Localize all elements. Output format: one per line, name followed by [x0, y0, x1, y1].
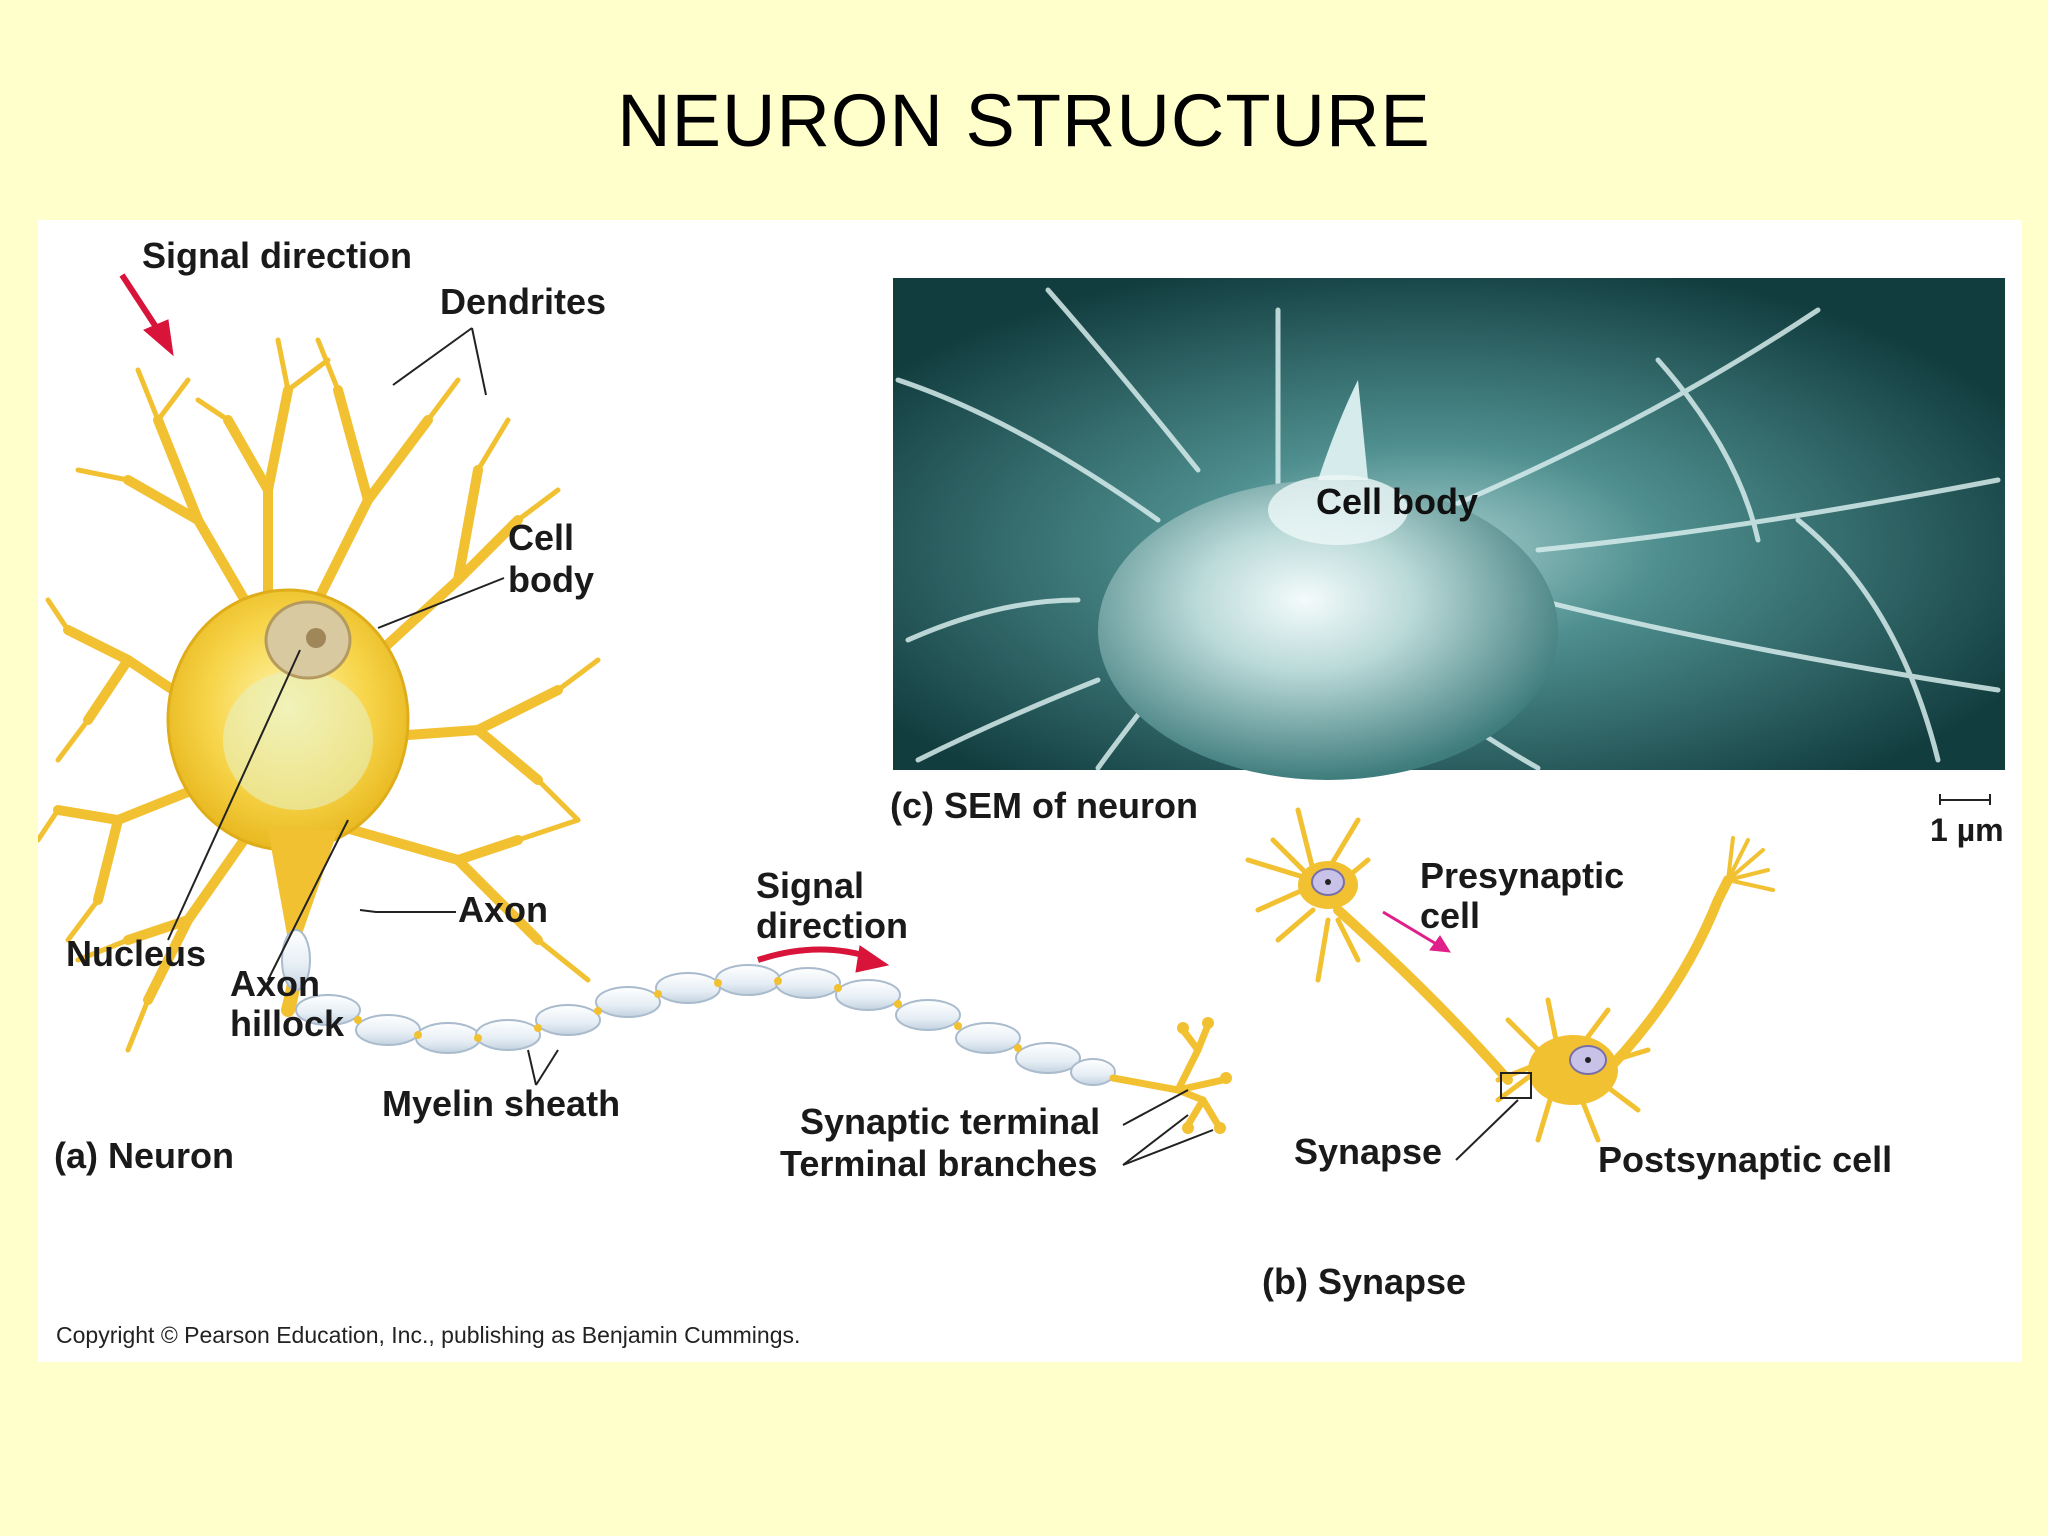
label-signal-direction-top: Signal direction [142, 236, 412, 276]
label-sem-cell-body: Cell body [1316, 482, 1478, 522]
label-synapse: Synapse [1294, 1132, 1442, 1172]
signal-arrow-top [122, 275, 173, 355]
label-axon-hillock-line2: hillock [230, 1004, 344, 1044]
label-postsynaptic-cell: Postsynaptic cell [1598, 1140, 1892, 1180]
axon-hillock [268, 830, 338, 940]
caption-sem: (c) SEM of neuron [890, 786, 1198, 826]
label-scale-bar: 1 µm [1930, 810, 2004, 850]
slide-title: NEURON STRUCTURE [0, 78, 2048, 163]
nucleus [266, 602, 350, 678]
label-signal-direction-mid-line2: direction [756, 906, 908, 946]
sem-image [893, 278, 2005, 780]
label-signal-direction-mid-line1: Signal [756, 866, 864, 906]
label-nucleus: Nucleus [66, 934, 206, 974]
caption-neuron: (a) Neuron [54, 1136, 234, 1176]
copyright-notice: Copyright © Pearson Education, Inc., pub… [56, 1322, 800, 1349]
label-terminal-branches: Terminal branches [780, 1144, 1097, 1184]
label-presynaptic-line2: cell [1420, 896, 1480, 936]
label-cell-body-line2: body [508, 560, 594, 600]
terminal-branches [1113, 1025, 1223, 1125]
label-myelin-sheath: Myelin sheath [382, 1084, 620, 1124]
postsynaptic-soma [1528, 1035, 1618, 1105]
presynaptic-cell [1248, 810, 1773, 1080]
label-dendrites: Dendrites [440, 282, 606, 322]
label-axon-hillock-line1: Axon [230, 964, 320, 1004]
label-presynaptic-line1: Presynaptic [1420, 856, 1624, 896]
myelin-sheath [282, 930, 1115, 1085]
neuron-figure: Signal direction Dendrites Cell body Axo… [38, 220, 2022, 1362]
caption-synapse: (b) Synapse [1262, 1262, 1466, 1302]
label-axon: Axon [458, 890, 548, 930]
label-cell-body-line1: Cell [508, 518, 574, 558]
label-synaptic-terminal: Synaptic terminal [800, 1102, 1100, 1142]
signal-arrow-mid [758, 946, 888, 972]
